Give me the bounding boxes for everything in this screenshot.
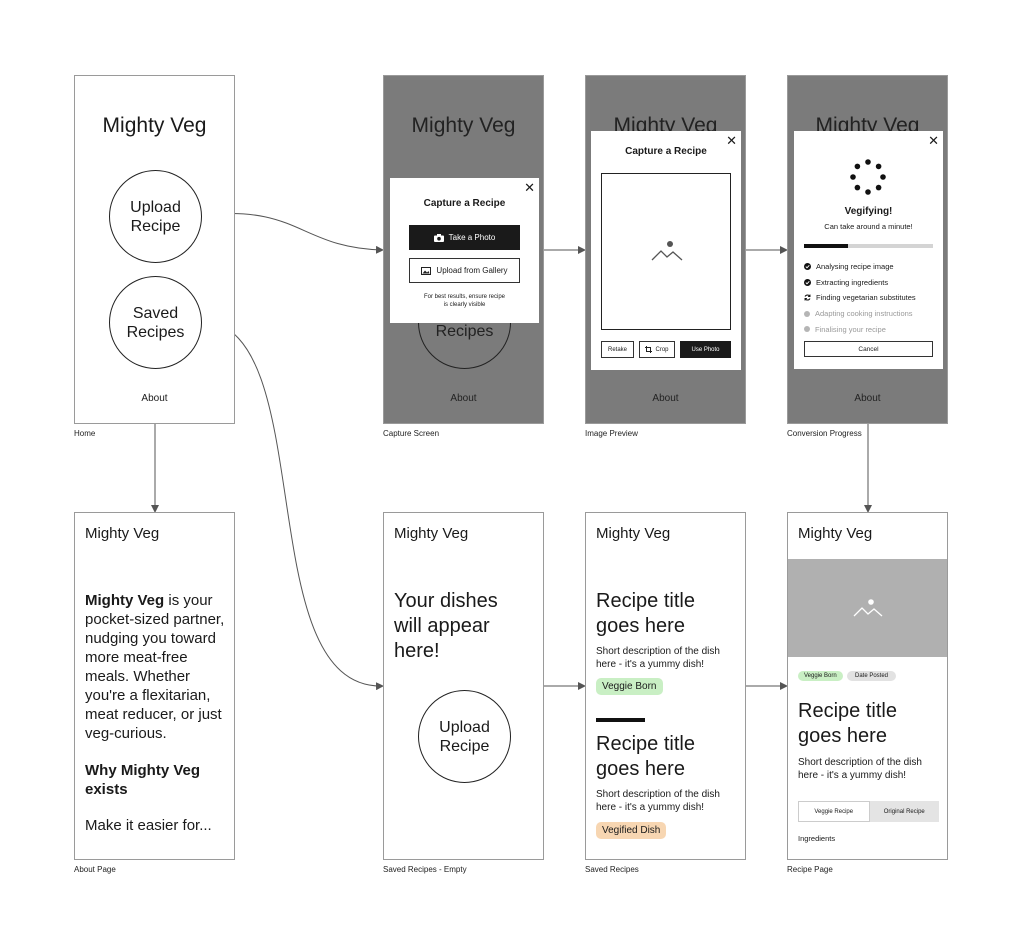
check-icon (804, 278, 811, 286)
crop-icon (645, 346, 653, 353)
progress-step: Extracting ingredients (804, 275, 916, 291)
check-icon (804, 263, 811, 271)
modal-title: Capture a Recipe (625, 146, 707, 157)
progress-subheading: Can take around a minute! (824, 222, 913, 231)
ingredients-label: Ingredients (798, 834, 836, 843)
divider (596, 718, 645, 722)
spinner-icon (850, 159, 886, 195)
retake-button[interactable]: Retake (601, 341, 634, 358)
refresh-icon (804, 294, 811, 301)
caption-progress: Conversion Progress (787, 429, 862, 438)
caption-preview: Image Preview (585, 429, 638, 438)
close-icon[interactable]: ✕ (928, 133, 939, 148)
use-photo-button[interactable]: Use Photo (680, 341, 731, 358)
about-link[interactable]: About (141, 393, 168, 404)
progress-step: Finding vegetarian substitutes (804, 290, 916, 306)
app-header: Mighty Veg (798, 525, 873, 542)
preview-modal: ✕ Capture a Recipe Retake Crop Use Photo (591, 131, 741, 370)
progress-step: Adapting cooking instructions (804, 306, 916, 322)
preview-screen: Mighty Veg About ✕ Capture a Recipe Reta… (585, 75, 746, 424)
image-placeholder-icon (651, 241, 683, 261)
caption-about: About Page (74, 865, 116, 874)
app-header: Mighty Veg (394, 525, 469, 542)
about-intro-text: is your pocket-sized partner, nudging yo… (85, 592, 225, 742)
progress-step: Finalising your recipe (804, 321, 916, 337)
about-link-dimmed: About (450, 393, 477, 404)
why-heading: Why Mighty Veg exists (85, 762, 201, 798)
saved-empty-screen: Mighty Veg Your dishes will appear here!… (383, 512, 544, 860)
close-icon[interactable]: ✕ (726, 133, 737, 148)
photo-preview-area (601, 173, 731, 330)
progress-step: Analysing recipe image (804, 259, 916, 275)
gallery-icon (421, 266, 432, 275)
about-screen: Mighty Veg Mighty Veg is your pocket-siz… (74, 512, 235, 860)
progress-heading: Vegifying! (844, 206, 893, 217)
upload-gallery-button[interactable]: Upload from Gallery (409, 258, 520, 283)
recipe-screen: Mighty Veg Veggie Born Date Posted Recip… (787, 512, 948, 860)
caption-capture: Capture Screen (383, 429, 440, 438)
progress-screen: Mighty Veg About ✕ Vegifying! Can take a… (787, 75, 948, 424)
pending-dot-icon (804, 326, 810, 333)
cancel-button[interactable]: Cancel (804, 341, 933, 357)
progress-bar-fill (804, 244, 848, 248)
caption-saved-empty: Saved Recipes - Empty (383, 865, 467, 874)
caption-recipe: Recipe Page (787, 865, 833, 874)
about-make-it: Make it easier for... (85, 817, 212, 834)
date-posted-tag: Date Posted (847, 671, 897, 681)
app-header: Mighty Veg (596, 525, 671, 542)
caption-home: Home (74, 429, 96, 438)
app-header: Mighty Veg (85, 525, 160, 542)
image-placeholder-icon (853, 599, 883, 617)
saved-screen: Mighty Veg Recipe title goes here Short … (585, 512, 746, 860)
about-intro-bold: Mighty Veg (85, 592, 165, 609)
recipe-description: Short description of the dish here - it'… (798, 757, 922, 781)
recipe-description: Short description of the dish here - it'… (596, 646, 720, 670)
caption-saved: Saved Recipes (585, 865, 639, 874)
veggie-born-tag: Veggie Born (596, 678, 663, 695)
pending-dot-icon (804, 310, 810, 317)
capture-hint: For best results, ensure recipe is clear… (423, 294, 506, 308)
progress-modal: ✕ Vegifying! Can take around a minute! A… (794, 131, 943, 369)
recipe-description: Short description of the dish here - it'… (596, 789, 720, 813)
upload-recipe-button[interactable]: Upload Recipe (418, 690, 511, 783)
app-title: Mighty Veg (102, 114, 207, 137)
recipe-title: Recipe title goes here (798, 700, 897, 747)
take-photo-button[interactable]: Take a Photo (409, 225, 520, 250)
upload-recipe-button[interactable]: Upload Recipe (109, 170, 202, 263)
home-screen: Mighty Veg Upload Recipe Saved Recipes A… (74, 75, 235, 424)
crop-button[interactable]: Crop (639, 341, 675, 358)
close-icon[interactable]: ✕ (524, 180, 535, 195)
recipe-title: Recipe title goes here (596, 590, 695, 637)
recipe-title: Recipe title goes here (596, 733, 695, 780)
empty-message: Your dishes will appear here! (394, 590, 498, 662)
vegified-dish-tag: Vegified Dish (596, 822, 667, 839)
recipe-hero-image (788, 559, 947, 657)
capture-modal: ✕ Capture a Recipe Take a Photo Upload f… (390, 178, 539, 323)
capture-screen: Mighty Veg Recipes About ✕ Capture a Rec… (383, 75, 544, 424)
saved-recipes-button[interactable]: Saved Recipes (109, 276, 202, 369)
tab-original-recipe[interactable]: Original Recipe (869, 801, 939, 822)
app-title-dimmed: Mighty Veg (411, 114, 516, 137)
recipe-tabs: Veggie Recipe Original Recipe (798, 801, 939, 822)
tab-veggie-recipe[interactable]: Veggie Recipe (798, 801, 870, 822)
progress-bar-track (804, 244, 933, 248)
modal-title: Capture a Recipe (423, 198, 506, 209)
progress-steps: Analysing recipe image Extracting ingred… (804, 259, 916, 337)
about-intro: Mighty Veg is your pocket-sized partner,… (85, 591, 233, 743)
about-link-dimmed: About (854, 393, 881, 404)
camera-icon (433, 233, 444, 242)
veggie-born-tag: Veggie Born (798, 671, 843, 681)
about-link-dimmed: About (652, 393, 679, 404)
